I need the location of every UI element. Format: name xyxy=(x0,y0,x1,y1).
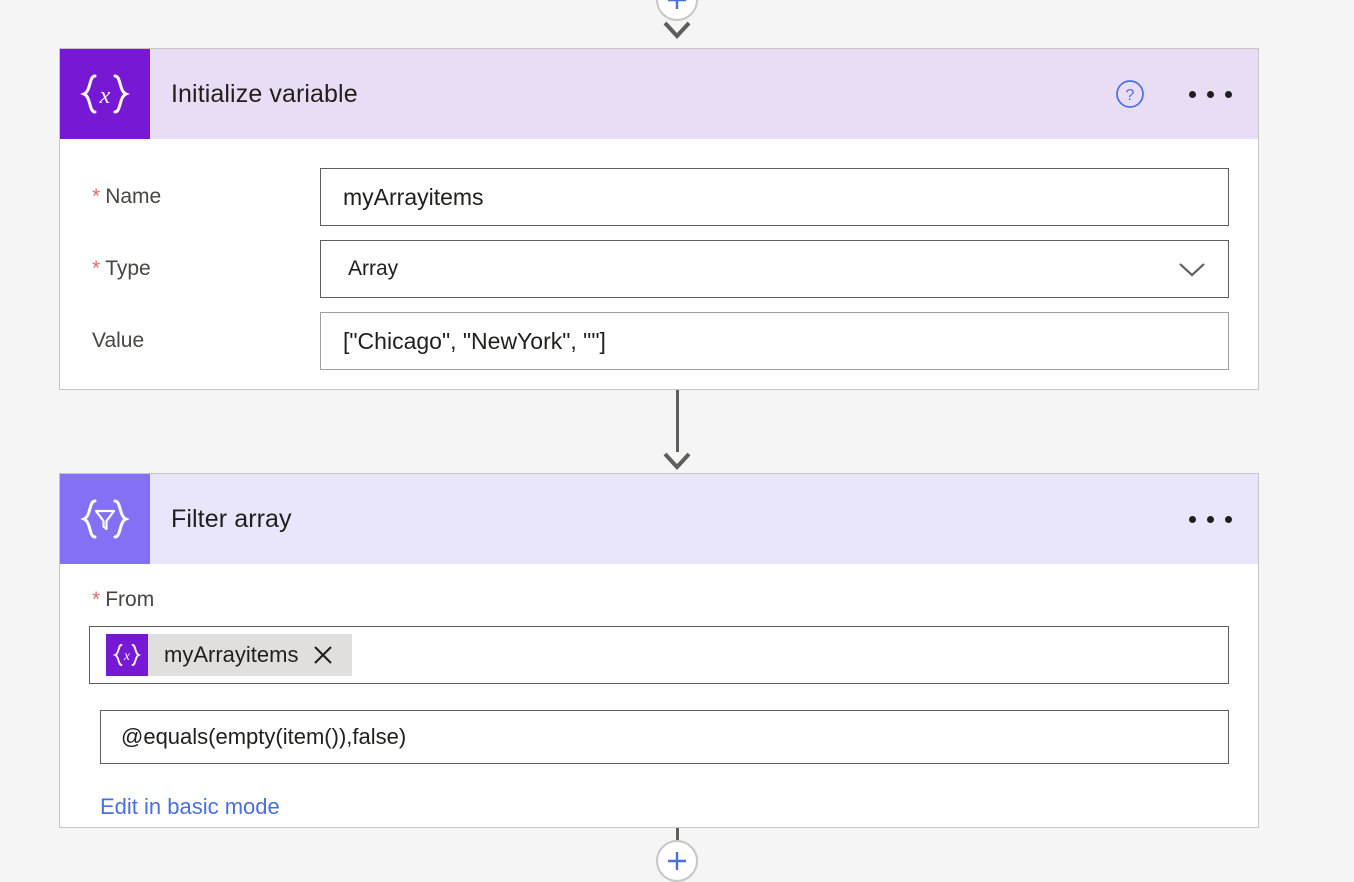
type-select[interactable]: Array xyxy=(320,240,1229,298)
required-asterisk: * xyxy=(92,588,101,611)
field-control-type: Array xyxy=(320,240,1258,298)
svg-text:?: ? xyxy=(1126,87,1135,104)
filter-braces-funnel-icon xyxy=(60,474,150,564)
card-header-filter-array: Filter array xyxy=(60,474,1258,564)
plus-circle-icon xyxy=(668,852,686,870)
add-step-button-bottom[interactable] xyxy=(656,840,698,882)
required-asterisk: * xyxy=(92,185,101,208)
field-label-value: Value xyxy=(60,329,320,353)
label-text-name: Name xyxy=(105,185,162,208)
filter-condition-input[interactable]: @equals(empty(item()),false) xyxy=(100,710,1229,764)
label-text-from: From xyxy=(105,588,155,611)
card-title-filter-array: Filter array xyxy=(171,504,292,533)
svg-text:x: x xyxy=(99,83,111,109)
field-label-type: * Type xyxy=(60,257,320,281)
field-control-value: ["Chicago", "NewYork", ""] xyxy=(320,312,1258,370)
arrow-down-icon xyxy=(663,21,691,39)
required-asterisk: * xyxy=(92,257,101,280)
field-label-name: * Name xyxy=(60,185,320,209)
card-header-actions-filter-array xyxy=(1183,474,1238,564)
token-label: myArrayitems xyxy=(164,642,299,667)
initialize-variable-fields: * Name myArrayitems * Type Array xyxy=(60,139,1258,403)
chevron-down-icon xyxy=(1179,263,1205,277)
from-input[interactable]: x myArrayitems xyxy=(89,626,1229,684)
help-circle-icon[interactable]: ? xyxy=(1115,79,1145,109)
variable-braces-x-icon: x xyxy=(106,634,148,676)
field-row-value: Value ["Chicago", "NewYork", ""] xyxy=(60,305,1258,377)
field-row-name: * Name myArrayitems xyxy=(60,161,1258,233)
field-row-type: * Type Array xyxy=(60,233,1258,305)
connector-top xyxy=(0,0,1354,41)
plus-circle-icon xyxy=(668,0,686,9)
name-input[interactable]: myArrayitems xyxy=(320,168,1229,226)
dynamic-content-token[interactable]: x myArrayitems xyxy=(106,634,353,676)
field-control-name: myArrayitems xyxy=(320,168,1258,226)
label-text-value: Value xyxy=(92,329,145,352)
filter-array-fields: * From x myArrayitems xyxy=(60,564,1258,846)
add-step-button-top[interactable] xyxy=(656,0,698,21)
type-select-value: Array xyxy=(348,257,399,280)
card-title-initialize-variable: Initialize variable xyxy=(171,79,358,108)
close-x-icon[interactable] xyxy=(312,644,352,666)
field-label-from: * From xyxy=(92,588,1229,612)
value-input[interactable]: ["Chicago", "NewYork", ""] xyxy=(320,312,1229,370)
label-text-type: Type xyxy=(105,257,151,280)
card-header-initialize-variable: x Initialize variable ? xyxy=(60,49,1258,139)
more-ellipsis-icon[interactable] xyxy=(1183,81,1238,108)
action-card-initialize-variable[interactable]: x Initialize variable ? * Name myArrayit xyxy=(59,48,1259,390)
edit-in-basic-mode-link[interactable]: Edit in basic mode xyxy=(100,794,280,819)
svg-text:x: x xyxy=(123,648,130,663)
variable-braces-x-icon: x xyxy=(60,49,150,139)
card-header-actions-initialize-variable: ? xyxy=(1115,49,1238,139)
action-card-filter-array[interactable]: Filter array * From x myArrayitems xyxy=(59,473,1259,828)
more-ellipsis-icon[interactable] xyxy=(1183,506,1238,533)
arrow-down-icon xyxy=(663,452,691,470)
